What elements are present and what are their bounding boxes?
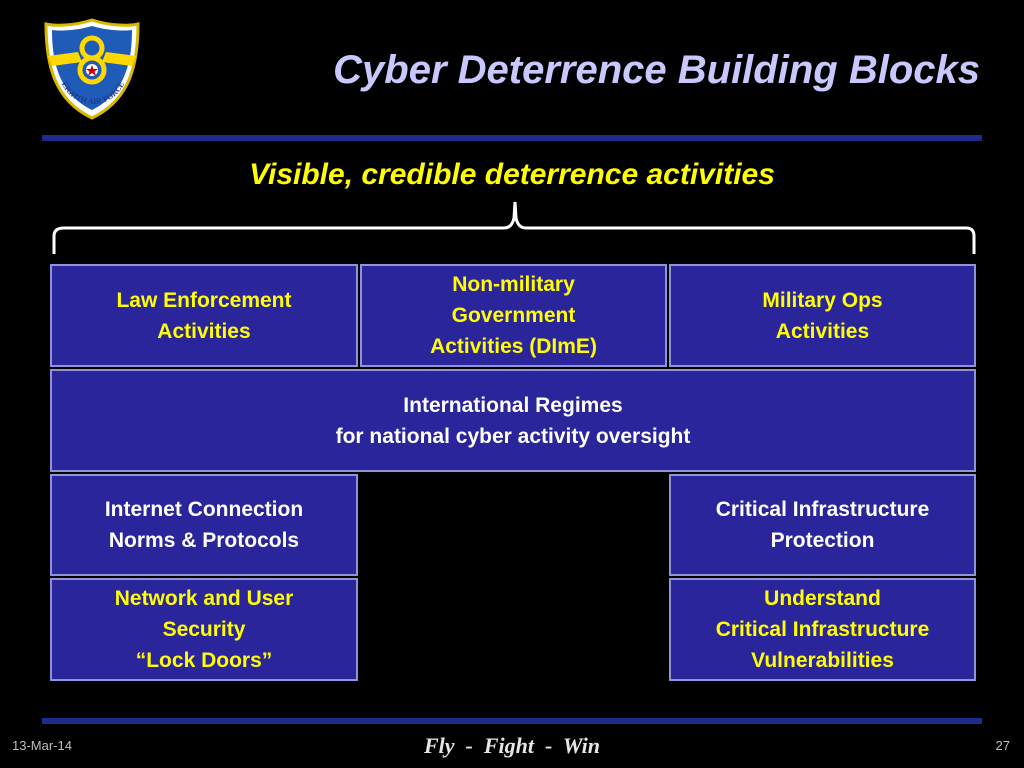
block-network-user-security: Network and User Security “Lock Doors” bbox=[50, 578, 358, 681]
block-label: Law Enforcement Activities bbox=[116, 288, 292, 343]
block-understand-vulnerabilities: Understand Critical Infrastructure Vulne… bbox=[669, 578, 976, 681]
footer-motto: Fly - Fight - Win bbox=[423, 733, 601, 758]
page-number: 27 bbox=[995, 738, 1010, 753]
block-military-ops: Military Ops Activities bbox=[669, 264, 976, 367]
block-label: Understand Critical Infrastructure Vulne… bbox=[715, 587, 930, 672]
slide-title: Cyber Deterrence Building Blocks bbox=[333, 48, 980, 92]
block-critical-infrastructure-protection: Critical Infrastructure Protection bbox=[669, 474, 976, 576]
eighth-air-force-emblem: EIGHTH AIR FORCE bbox=[38, 14, 146, 122]
block-label: Military Ops Activities bbox=[762, 288, 883, 343]
block-label: Non-military Government Activities (DImE… bbox=[430, 273, 597, 358]
block-non-military-government: Non-military Government Activities (DImE… bbox=[360, 264, 667, 367]
block-label: Network and User Security “Lock Doors” bbox=[114, 587, 294, 672]
block-label: Critical Infrastructure Protection bbox=[715, 498, 930, 552]
footer-divider bbox=[42, 718, 982, 724]
block-internet-connection-norms: Internet Connection Norms & Protocols bbox=[50, 474, 358, 576]
grouping-brace bbox=[48, 196, 978, 258]
block-international-regimes: International Regimes for national cyber… bbox=[50, 369, 976, 472]
block-law-enforcement: Law Enforcement Activities bbox=[50, 264, 358, 367]
slide-subtitle: Visible, credible deterrence activities bbox=[249, 158, 775, 191]
title-divider bbox=[42, 135, 982, 141]
block-label: International Regimes for national cyber… bbox=[335, 393, 691, 448]
block-label: Internet Connection Norms & Protocols bbox=[104, 498, 304, 552]
footer-date: 13-Mar-14 bbox=[12, 738, 72, 753]
